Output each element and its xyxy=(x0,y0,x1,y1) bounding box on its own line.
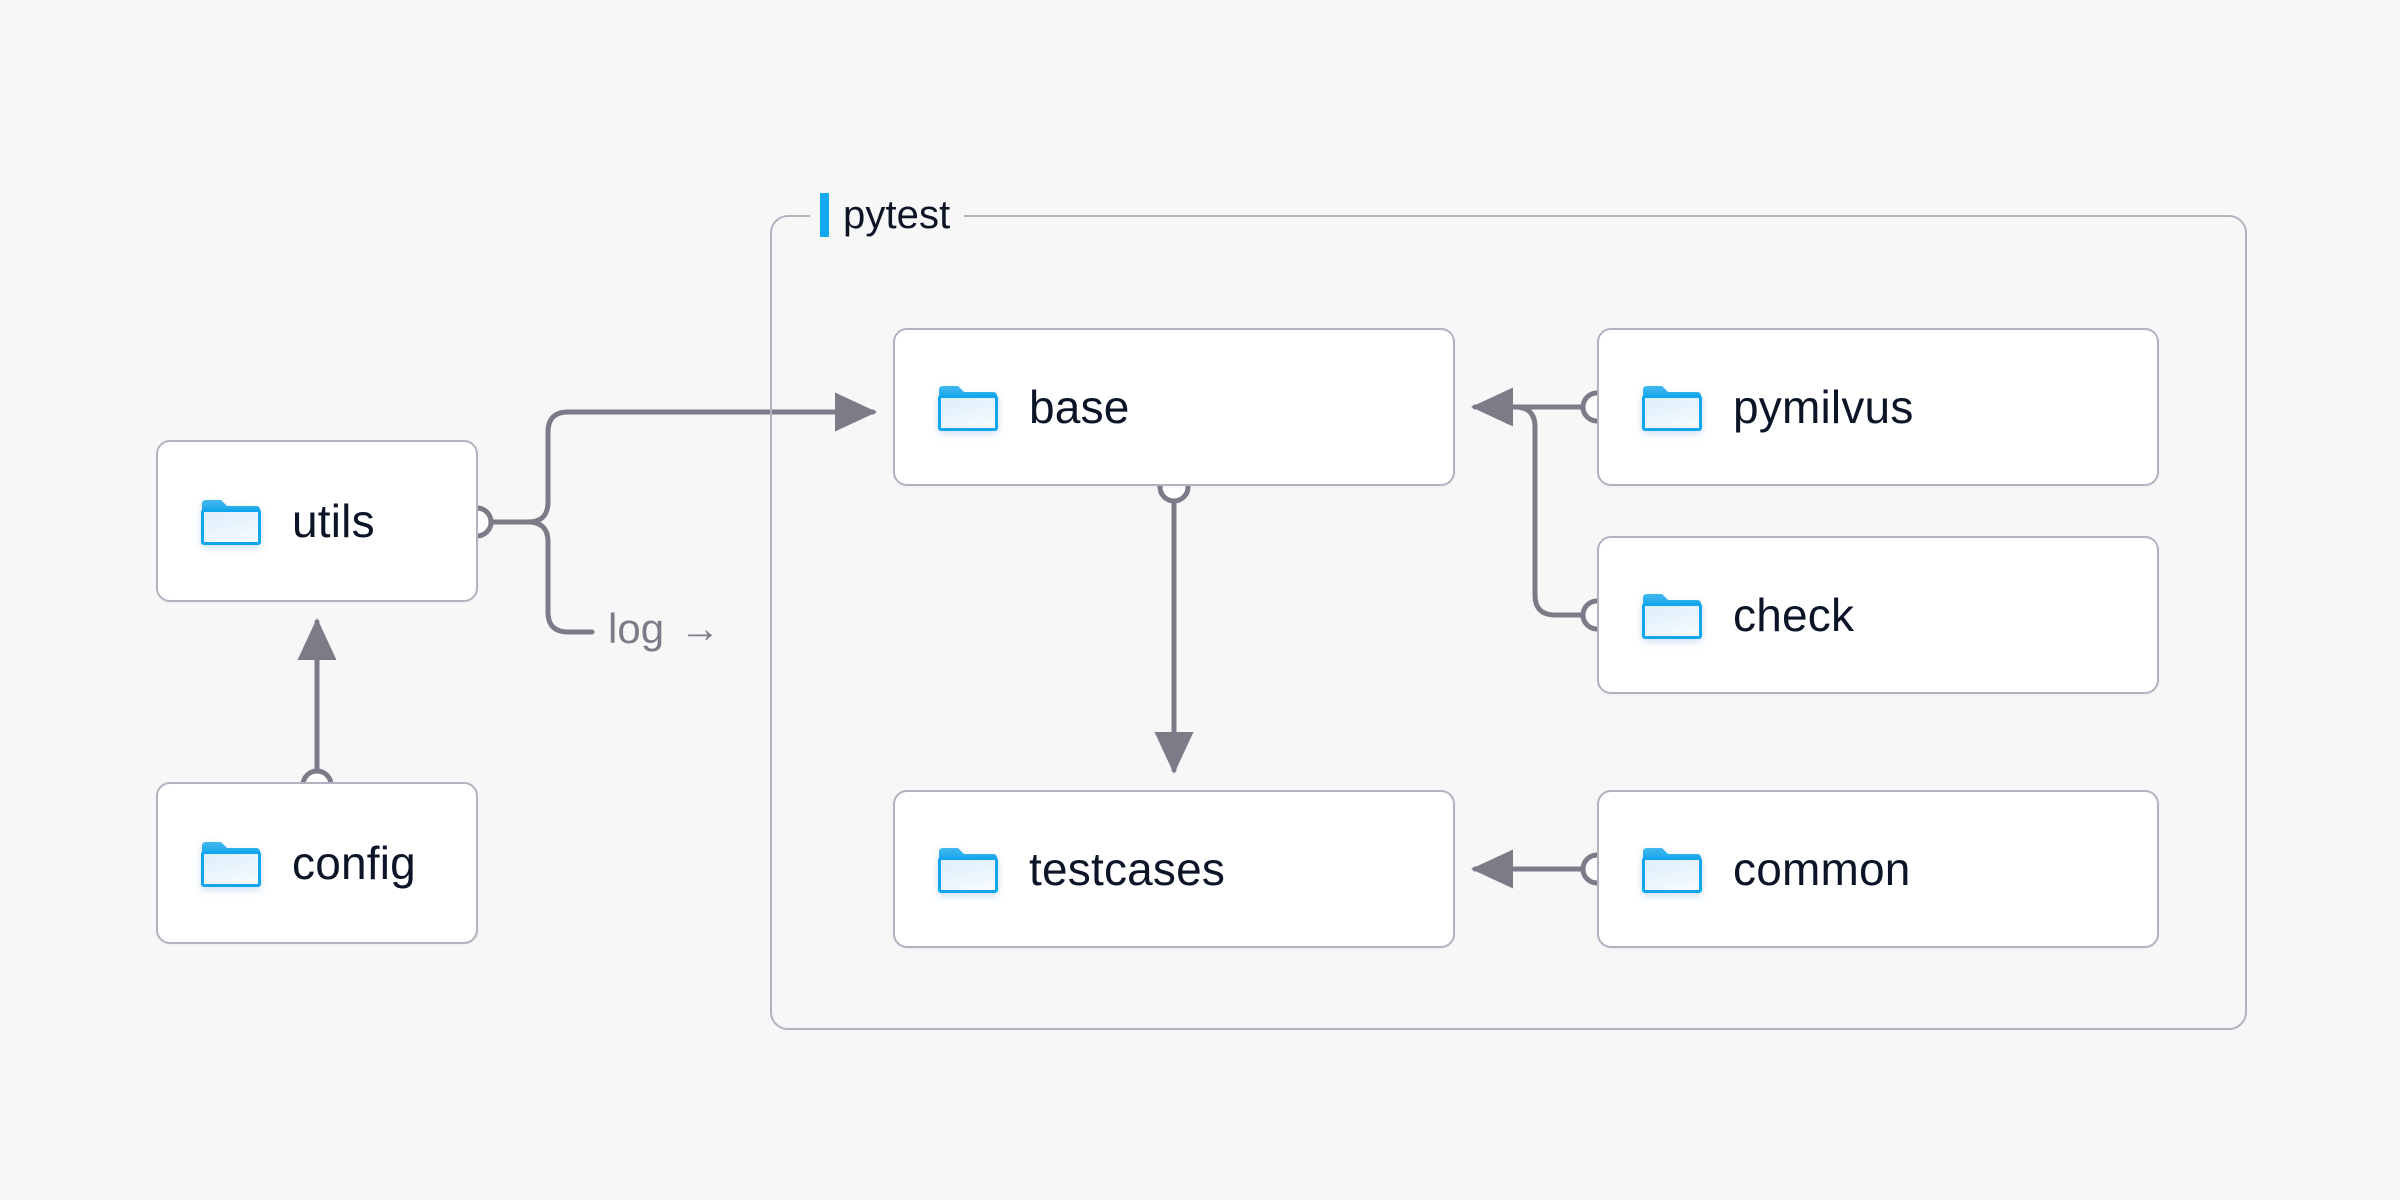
node-base[interactable]: base xyxy=(893,328,1455,486)
folder-icon xyxy=(200,838,262,888)
folder-icon xyxy=(937,382,999,432)
folder-icon xyxy=(200,496,262,546)
edge-utils-to-log xyxy=(484,519,595,635)
node-common[interactable]: common xyxy=(1597,790,2159,948)
node-label: pymilvus xyxy=(1733,381,1914,433)
folder-icon xyxy=(1641,382,1703,432)
node-label: utils xyxy=(292,495,375,547)
node-check[interactable]: check xyxy=(1597,536,2159,694)
node-label: common xyxy=(1733,843,1911,895)
node-testcases[interactable]: testcases xyxy=(893,790,1455,948)
group-label-text: pytest xyxy=(843,193,951,237)
arrow-right-icon: → xyxy=(680,607,721,651)
edge-label-log-text: log xyxy=(608,605,665,652)
node-label: check xyxy=(1733,589,1855,641)
group-pytest[interactable] xyxy=(770,215,2247,1030)
node-label: config xyxy=(292,837,416,889)
edge-label-log: log → xyxy=(600,605,729,653)
node-label: testcases xyxy=(1029,843,1226,895)
node-label: base xyxy=(1029,381,1130,433)
folder-icon xyxy=(937,844,999,894)
group-accent-bar xyxy=(820,193,829,237)
folder-icon xyxy=(1641,590,1703,640)
node-pymilvus[interactable]: pymilvus xyxy=(1597,328,2159,486)
node-config[interactable]: config xyxy=(156,782,478,944)
folder-icon xyxy=(1641,844,1703,894)
node-utils[interactable]: utils xyxy=(156,440,478,602)
group-pytest-label: pytest xyxy=(810,188,965,242)
